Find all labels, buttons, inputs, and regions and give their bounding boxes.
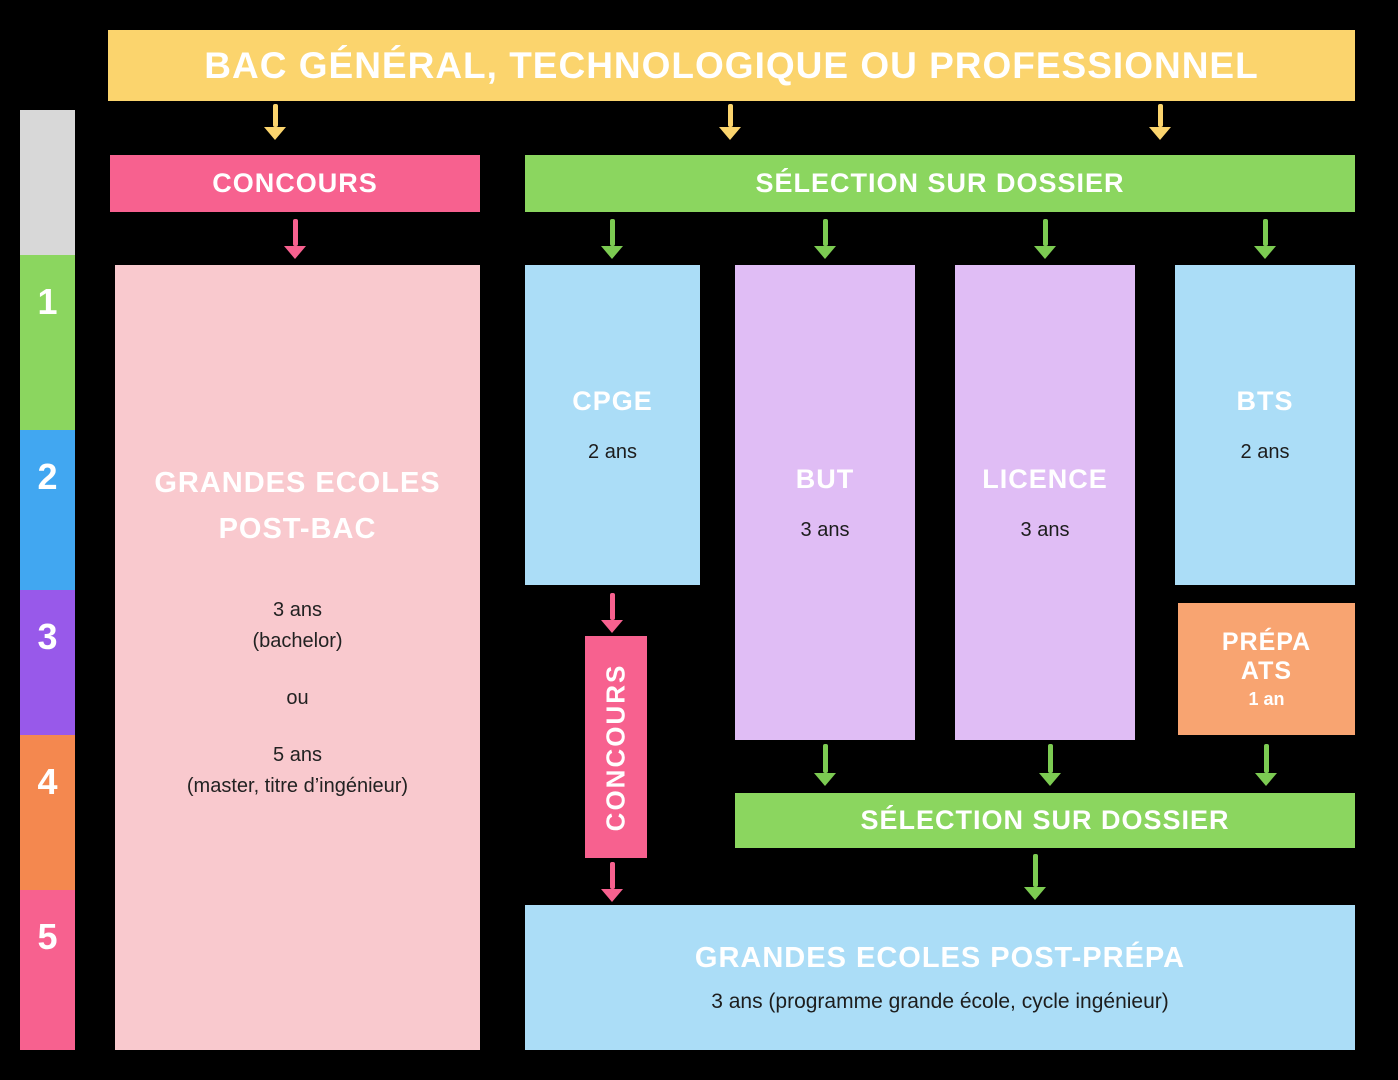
but-box: BUT 3 ans [735, 265, 915, 740]
duration-text: 1 an [1248, 689, 1285, 710]
duration-option-1: 3 ans (bachelor) [252, 595, 342, 657]
duration-text: 2 ans [1240, 441, 1290, 463]
down-arrow-icon [719, 104, 741, 140]
licence-box: LICENCE 3 ans [955, 265, 1135, 740]
timeline-segment-4: 4 [20, 735, 75, 890]
down-arrow-icon [1039, 744, 1061, 786]
timeline-label: 5 [37, 916, 58, 957]
title-line: PRÉPA [1221, 627, 1312, 656]
down-arrow-icon [1034, 219, 1056, 259]
cpge-box: CPGE 2 ans [525, 265, 700, 585]
down-arrow-icon [601, 862, 623, 902]
timeline-label: 4 [37, 761, 58, 802]
timeline-label: 2 [37, 456, 58, 497]
concours-header-label: CONCOURS [212, 168, 378, 198]
duration-text: (bachelor) [252, 629, 343, 652]
timeline-segment-5: 5 [20, 890, 75, 1050]
concours-header: CONCOURS [110, 155, 480, 212]
prepa-ats-box: PRÉPA ATS 1 an [1178, 603, 1355, 735]
down-arrow-icon [1255, 744, 1277, 786]
down-arrow-icon [601, 593, 623, 633]
title-line: ATS [1240, 656, 1293, 685]
box-title: GRANDES ECOLES POST-PRÉPA [694, 941, 1186, 974]
duration-option-2: 5 ans (master, titre d’ingénieur) [187, 740, 408, 802]
title-line: POST-BAC [218, 513, 377, 546]
duration-text: 3 ans [273, 598, 322, 621]
down-arrow-icon [264, 104, 286, 140]
duration-text: (master, titre d’ingénieur) [186, 774, 409, 797]
duration-text: 3 ans (programme grande école, cycle ing… [711, 989, 1169, 1013]
timeline-segment-1: 1 [20, 255, 75, 430]
timeline-segment-3: 3 [20, 590, 75, 735]
selection-sur-dossier-bottom: SÉLECTION SUR DOSSIER [735, 793, 1355, 848]
box-title: CPGE [572, 386, 653, 416]
down-arrow-icon [1149, 104, 1171, 140]
duration-text: 5 ans [273, 743, 322, 766]
timeline-segment-2: 2 [20, 430, 75, 590]
grandes-ecoles-post-bac-box: GRANDES ECOLES POST-BAC 3 ans (bachelor)… [115, 265, 480, 1050]
duration-text: 3 ans [800, 518, 850, 541]
box-title: LICENCE [982, 463, 1108, 494]
concours-vertical-box: CONCOURS [585, 636, 647, 858]
timeline-label: 1 [37, 281, 58, 322]
selection-bottom-label: SÉLECTION SUR DOSSIER [860, 805, 1230, 835]
box-title: GRANDES ECOLES POST-BAC [154, 460, 440, 553]
or-label: ou [286, 686, 309, 709]
down-arrow-icon [814, 744, 836, 786]
timeline-label: 3 [37, 616, 58, 657]
down-arrow-icon [1024, 854, 1046, 900]
duration-text: 3 ans [1020, 518, 1070, 541]
concours-vertical-label: CONCOURS [600, 663, 631, 831]
duration-text: 2 ans [588, 441, 637, 463]
box-title: PRÉPA ATS [1222, 628, 1311, 686]
year-timeline: 1 2 3 4 5 [20, 110, 75, 1050]
grandes-ecoles-post-prepa-box: GRANDES ECOLES POST-PRÉPA 3 ans (program… [525, 905, 1355, 1050]
box-title: BUT [795, 463, 855, 494]
bac-banner-label: BAC GÉNÉRAL, TECHNOLOGIQUE OU PROFESSION… [204, 44, 1259, 86]
box-title: BTS [1236, 386, 1294, 416]
down-arrow-icon [814, 219, 836, 259]
timeline-segment-0 [20, 110, 75, 255]
down-arrow-icon [601, 219, 623, 259]
down-arrow-icon [284, 219, 306, 259]
selection-sur-dossier-header: SÉLECTION SUR DOSSIER [525, 155, 1355, 212]
selection-header-label: SÉLECTION SUR DOSSIER [755, 168, 1125, 198]
bac-banner: BAC GÉNÉRAL, TECHNOLOGIQUE OU PROFESSION… [108, 30, 1355, 101]
down-arrow-icon [1254, 219, 1276, 259]
bts-box: BTS 2 ans [1175, 265, 1355, 585]
title-line: GRANDES ECOLES [154, 467, 441, 499]
